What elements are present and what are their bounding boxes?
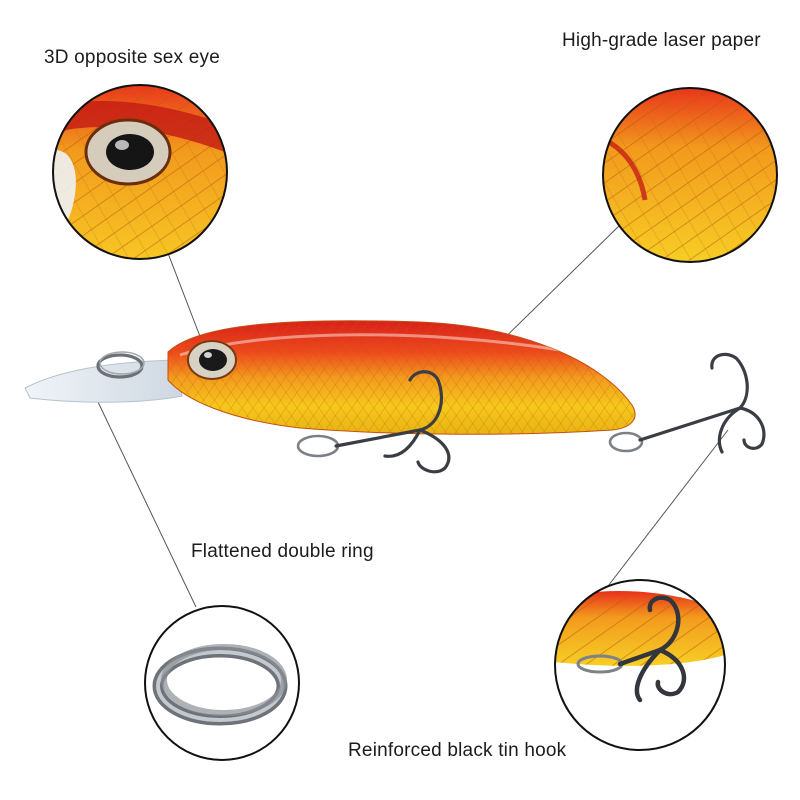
callout-label-eye: 3D opposite sex eye — [44, 47, 220, 68]
callout-label-ring: Flattened double ring — [191, 541, 374, 562]
callout-laser-zoom — [602, 87, 778, 263]
lure-eye — [187, 340, 237, 380]
tail-treble-hook — [608, 352, 766, 454]
callout-hook-zoom — [554, 579, 726, 751]
callout-label-laser: High-grade laser paper — [562, 30, 761, 51]
lure-lip — [24, 359, 183, 403]
fishing-lure — [24, 320, 766, 474]
belly-treble-hook — [296, 370, 451, 474]
callout-label-hook: Reinforced black tin hook — [348, 740, 567, 761]
callout-eye-zoom — [52, 84, 228, 260]
front-split-ring — [96, 351, 145, 379]
callout-ring-zoom — [144, 605, 300, 761]
